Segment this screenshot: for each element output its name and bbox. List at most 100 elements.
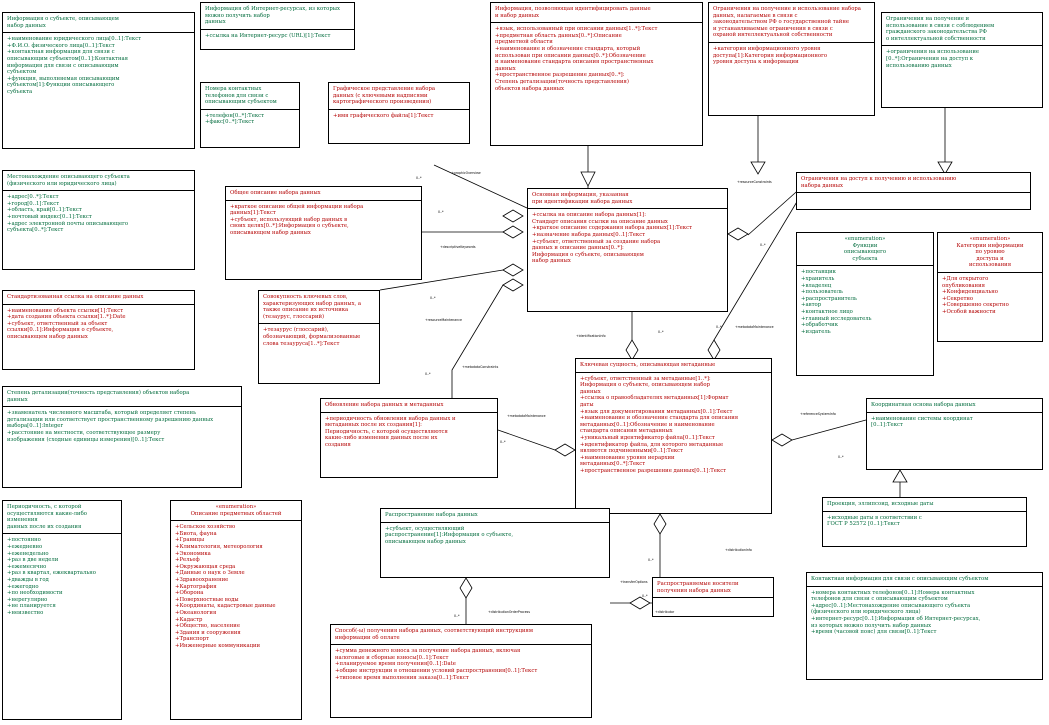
class-title: Распространение набора данных <box>381 509 609 523</box>
class-attributes: +адрес[0..*]:Текст +город[0..1]:Текст +о… <box>7 194 129 234</box>
class-attributes: +субъект, ответственный за метаданные[1.… <box>580 375 739 474</box>
class-title: Распространяемые носители получения набо… <box>653 578 773 599</box>
class-title: Координатная основа набора данных <box>867 399 1042 413</box>
class-box-c15: Совокупность ключевых слов, характеризую… <box>258 290 380 384</box>
assoc-c10-c7 <box>433 164 528 209</box>
diamond-c24 <box>629 596 651 610</box>
assoc-c16-c11 <box>713 189 805 341</box>
class-title: «enumeration» Категории информации по ур… <box>938 233 1042 273</box>
class-box-c8: Местонахождение описывающего субъекта (ф… <box>2 170 195 270</box>
class-box-c23: Распространение набора данных+субъект, о… <box>380 508 610 578</box>
class-title: Графическое представление набора данных … <box>329 83 469 110</box>
label-distribution-info: +distributionInfo <box>725 548 752 552</box>
class-attributes: +ссылка на Интернет-ресурс (URL)[1]:Текс… <box>205 32 331 39</box>
class-box-c14: Стандартизованная ссылка на описание дан… <box>2 290 195 370</box>
label-descriptive-keywords: +descriptiveKeywords <box>440 245 476 249</box>
diamond-c23-c25 <box>459 577 473 599</box>
mult-transfer: 0..* <box>642 594 648 598</box>
class-title: Проекция, эллипсоид, исходные даты <box>823 498 1026 512</box>
class-box-c3: Информация, позволяющая идентифицировать… <box>490 2 703 146</box>
class-box-c5: Ограничения на получение и использование… <box>881 12 1043 108</box>
label-identification-info: +identificationInfo <box>576 334 606 338</box>
gen-arrow-c3 <box>580 171 596 187</box>
mult-md-constraints: 0..* <box>716 325 722 329</box>
class-title: Способ(-ы) получения набора данных, соот… <box>331 625 591 646</box>
gen-arrow-c5 <box>937 161 953 175</box>
class-attributes: +Для открытого опубликования +Конфиденци… <box>942 275 1009 315</box>
diamond-c16-c19 <box>771 433 793 447</box>
assoc-c16-c18 <box>497 429 556 451</box>
label-distribution-order-process: +distributionOrderProcess <box>488 610 530 614</box>
class-box-c1: Информация о субъекте, описывающем набор… <box>2 12 195 149</box>
class-title: «enumeration» Описание предметных област… <box>171 501 301 522</box>
class-title: Информация об Интернет-ресурсах, из кото… <box>201 3 354 30</box>
diamond-c10-c11 <box>727 227 749 241</box>
class-title: Стандартизованная ссылка на описание дан… <box>3 291 194 305</box>
mult-constraints: 0..* <box>760 243 766 247</box>
class-box-c20: Проекция, эллипсоид, исходные даты +исход… <box>822 497 1027 547</box>
diamond-c16-c23 <box>653 513 667 535</box>
class-attributes <box>653 598 773 604</box>
class-attributes: +краткое описание общей информации набор… <box>230 203 364 236</box>
diamond-c10-c18 <box>502 278 524 292</box>
class-box-c11: Ограничения на доступ к получению и испо… <box>796 172 1031 210</box>
class-attributes: +периодичность обновления набора данных … <box>325 415 456 448</box>
class-attributes: +номера контактных телефонов[0..1]:Номер… <box>811 589 981 636</box>
class-attributes: +исходные даты в соответствии с ГОСТ Р 5… <box>827 514 922 528</box>
class-box-c17: Степень детализации(точность представлен… <box>2 386 242 488</box>
label-resource-maintenance: +resourceMaintenance <box>425 318 462 322</box>
diamond-c10-c7 <box>502 209 524 223</box>
class-box-c16: Ключевая сущность, описывающая метаданны… <box>575 358 772 514</box>
class-title: Ограничения на доступ к получению и испо… <box>797 173 1030 194</box>
class-attributes <box>797 193 1030 199</box>
class-title: Информация о субъекте, описывающем набор… <box>3 13 194 34</box>
label-metadata-maintenance-2: +metadataMaintenance <box>507 414 546 418</box>
diamond-c16-c11 <box>707 339 721 361</box>
class-title: Периодичность, с которой осуществляются … <box>3 501 121 535</box>
diamond-c10-c15 <box>502 263 524 277</box>
class-box-c2: Информация об Интернет-ресурсах, из кото… <box>200 2 355 50</box>
class-attributes: +Сельское хозяйство +Биота, фауна +Грани… <box>175 524 276 649</box>
class-title: Ключевая сущность, описывающая метаданны… <box>576 359 771 373</box>
label-metadata-constraints: +metadataConstraints <box>462 365 499 369</box>
diamond-c10-c9 <box>502 225 524 239</box>
label-distributor: +distributor <box>655 610 675 614</box>
label-transfer-options: +transferOptions <box>620 580 648 584</box>
class-box-c24: Распространяемые носители получения набо… <box>652 577 774 617</box>
mult-maintenance: 0..* <box>425 372 431 376</box>
class-title: Контактная информация для связи с описыв… <box>807 573 1042 587</box>
class-title: Номера контактных телефонов для связи с … <box>201 83 299 110</box>
class-title: Ограничения на получение и использование… <box>709 3 874 43</box>
class-title: Информация, позволяющая идентифицировать… <box>491 3 702 24</box>
class-box-c21: Периодичность, с которой осуществляются … <box>2 500 122 720</box>
gen-arrow-c4 <box>750 161 766 175</box>
class-box-c22: «enumeration» Описание предметных област… <box>170 500 302 720</box>
class-title: Общее описание набора данных <box>226 187 421 201</box>
class-title: Основная информация, указанная при идент… <box>528 189 727 210</box>
class-attributes: +имя графического файла[1]:Текст <box>333 112 434 119</box>
mult-keywords: 0..* <box>430 296 436 300</box>
class-box-c9: Общее описание набора данных +краткое опи… <box>225 186 422 280</box>
mult-general: 0..* <box>438 210 444 214</box>
class-attributes: +постоянно +ежедневно +еженедельно +раз … <box>7 537 96 616</box>
mult-distribution: 0..* <box>648 558 654 562</box>
class-attributes: +поставщик +хранитель +владелец +пользов… <box>801 269 872 335</box>
class-attributes: +сумма денежного взноса за получение наб… <box>335 648 538 681</box>
class-attributes: +ссылка на описание набора данных[1]: Ст… <box>532 212 693 265</box>
assoc-c16-c19 <box>791 419 867 441</box>
class-title: Обновление набора данных и метаданных <box>321 399 497 413</box>
class-attributes: +телефон[0..*]:Текст +факс[0..*]:Текст <box>205 112 265 126</box>
diamond-c16-c18 <box>554 443 576 457</box>
label-resource-constraints: +resourceConstraints <box>737 180 772 184</box>
class-box-c7: Графическое представление набора данных … <box>328 82 470 144</box>
class-title: Местонахождение описывающего субъекта (ф… <box>3 171 194 192</box>
mult-order: 0..* <box>454 614 460 618</box>
class-box-c13: «enumeration» Категории информации по ур… <box>937 232 1043 342</box>
class-attributes: +ограничения на использование [0..*]:Огр… <box>886 49 979 69</box>
label-metadata-maintenance: +metadataMaintenance <box>735 325 774 329</box>
class-title: Совокупность ключевых слов, характеризую… <box>259 291 379 325</box>
gen-arrow-c20 <box>892 469 908 483</box>
class-box-c19: Координатная основа набора данных+наимен… <box>866 398 1043 470</box>
